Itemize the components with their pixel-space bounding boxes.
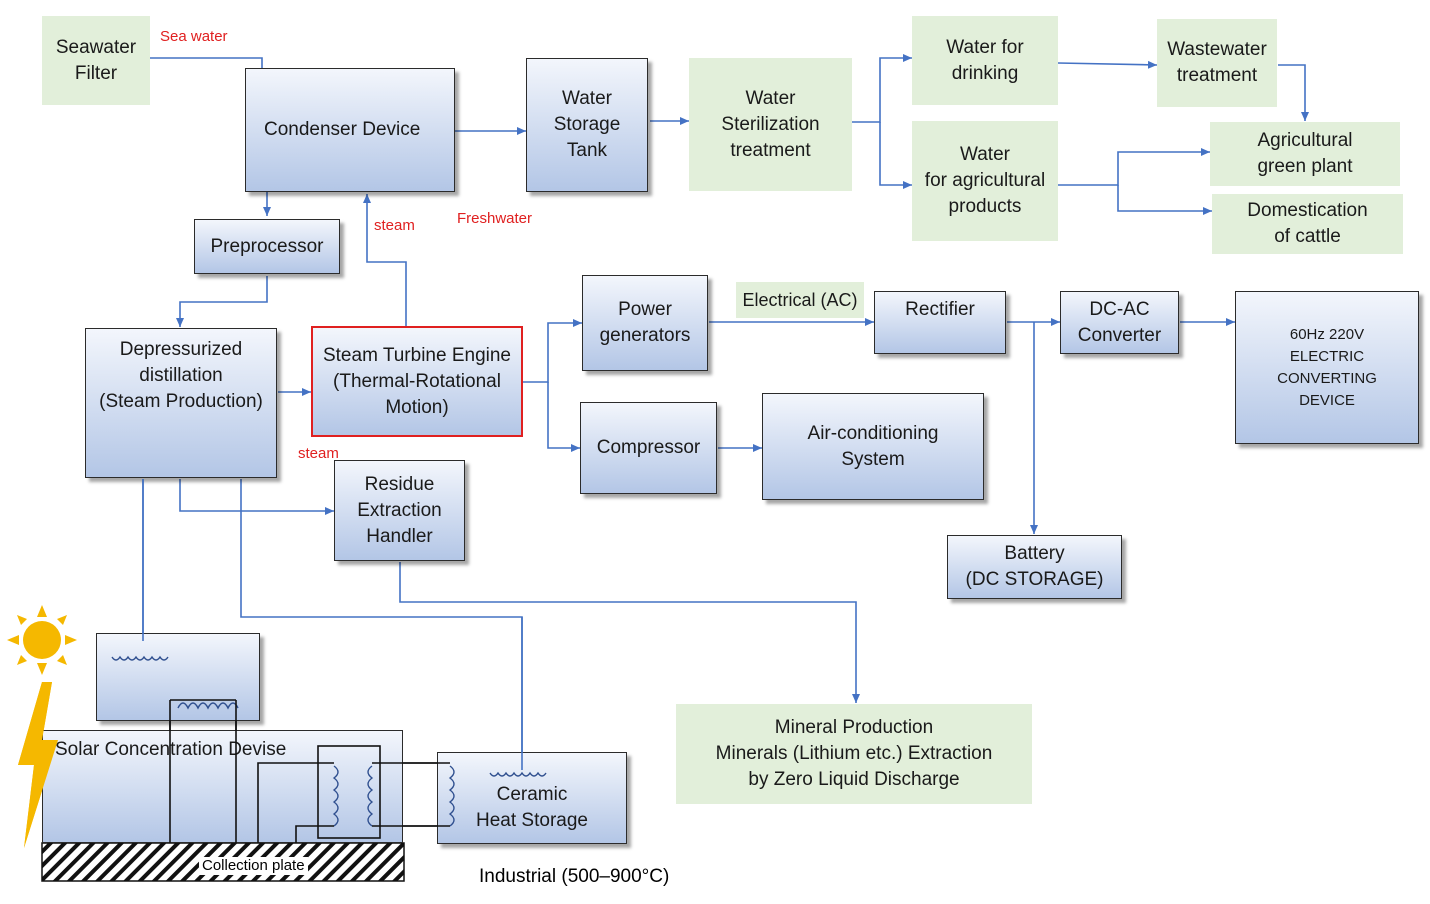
compressor-node: Compressor <box>580 402 717 494</box>
rectifier-node: Rectifier <box>874 291 1006 354</box>
freshwater-label: Freshwater <box>457 210 533 227</box>
mineral-production-node: Mineral Production Minerals (Lithium etc… <box>676 704 1032 804</box>
solar-collector-panel <box>96 633 260 721</box>
sea-water-label: Sea water <box>160 28 228 45</box>
dc-ac-converter-node: DC-AC Converter <box>1060 291 1179 354</box>
electrical-ac-label: Electrical (AC) <box>736 282 864 318</box>
flow-agri-branch <box>1058 148 1210 186</box>
domestication-cattle-node: Domestication of cattle <box>1212 194 1403 254</box>
steam-label-lower: steam <box>298 445 339 462</box>
ceramic-heat-storage-node: Ceramic Heat Storage <box>437 752 627 844</box>
air-conditioning-node: Air-conditioning System <box>762 393 984 500</box>
electric-converting-device-node: 60Hz 220V ELECTRIC CONVERTING DEVICE <box>1235 291 1419 444</box>
agricultural-green-plant-node: Agricultural green plant <box>1210 122 1400 186</box>
water-sterilization-node: Water Sterilization treatment <box>689 58 852 191</box>
water-agricultural-node: Water for agricultural products <box>912 121 1058 241</box>
steam-label-upper: steam <box>374 217 415 234</box>
battery-node: Battery (DC STORAGE) <box>947 535 1122 599</box>
solar-concentration-node: Solar Concentration Devise <box>42 730 403 843</box>
preprocessor-node: Preprocessor <box>194 219 340 274</box>
sun-icon <box>7 605 77 675</box>
flow-distillation-to-residue <box>179 479 334 515</box>
residue-extraction-node: Residue Extraction Handler <box>334 460 465 561</box>
power-generators-node: Power generators <box>582 275 708 371</box>
flow-wastewater-to-green-plant <box>1278 64 1309 121</box>
flow-drinking-to-wastewater <box>1057 60 1158 69</box>
flow-residue-to-mineral <box>399 562 860 703</box>
condenser-device-node: Condenser Device <box>245 68 455 192</box>
wastewater-treatment-node: Wastewater treatment <box>1157 19 1277 107</box>
steam-turbine-node: Steam Turbine Engine (Thermal-Rotational… <box>311 326 523 437</box>
water-storage-tank-node: Water Storage Tank <box>526 58 648 192</box>
depressurized-distillation-node: Depressurized distillation (Steam Produc… <box>85 328 277 478</box>
flow-turbine-branch <box>523 319 582 383</box>
water-drinking-node: Water for drinking <box>912 16 1058 105</box>
collection-plate-label: Collection plate <box>199 857 308 875</box>
industrial-temperature-label: Industrial (500–900°C) <box>479 866 670 887</box>
seawater-filter-node: Seawater Filter <box>42 16 150 105</box>
flow-preprocessor-to-distillation <box>176 276 268 327</box>
flow-turbine-steam-to-condenser <box>363 194 407 326</box>
flow-sterilization-branch <box>852 54 912 123</box>
